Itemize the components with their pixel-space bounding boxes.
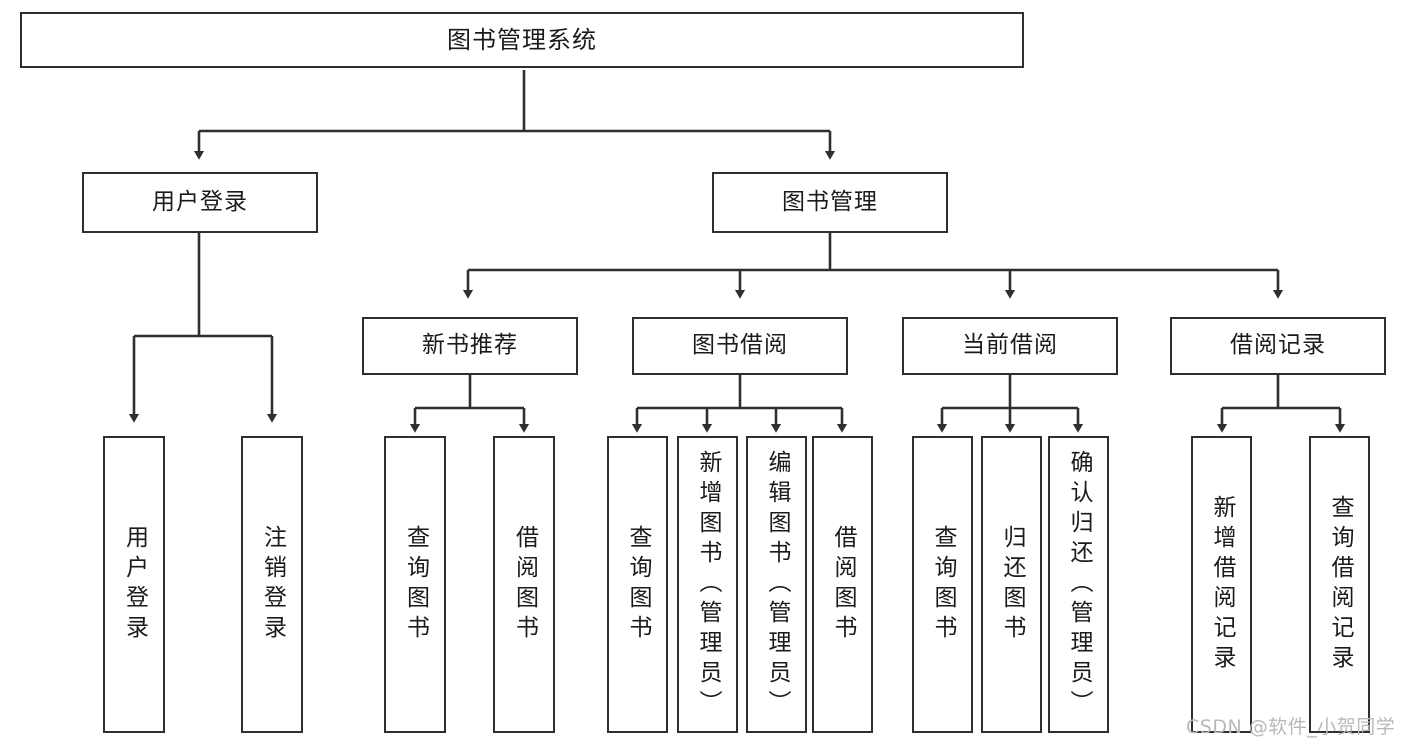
leaf-borrow-edit-book-admin[interactable]: 编辑图书（管理员） — [746, 436, 807, 733]
node-label: 借阅图书 — [511, 524, 538, 645]
node-label: 图书管理 — [782, 188, 878, 215]
node-label: 注销登录 — [259, 524, 286, 645]
leaf-current-confirm-return-admin[interactable]: 确认归还（管理员） — [1048, 436, 1109, 733]
node-label: 查询图书 — [625, 524, 651, 645]
node-label: 编辑图书（管理员） — [764, 449, 790, 720]
leaf-user-login-login[interactable]: 用户登录 — [103, 436, 165, 733]
leaf-current-query-book[interactable]: 查询图书 — [912, 436, 973, 733]
node-label: 用户登录 — [152, 188, 248, 215]
leaf-borrow-add-book-admin[interactable]: 新增图书（管理员） — [677, 436, 738, 733]
leaf-user-login-logout[interactable]: 注销登录 — [241, 436, 303, 733]
node-label: 新增借阅记录 — [1209, 494, 1235, 675]
node-borrow-record[interactable]: 借阅记录 — [1170, 317, 1386, 375]
node-user-login[interactable]: 用户登录 — [82, 172, 318, 233]
node-root-system[interactable]: 图书管理系统 — [20, 12, 1024, 68]
node-label: 用户登录 — [121, 524, 148, 645]
csdn-watermark: CSDN @软件_小贺同学 — [1186, 716, 1396, 738]
node-label: 查询借阅记录 — [1327, 494, 1353, 675]
leaf-recommend-query-book[interactable]: 查询图书 — [384, 436, 446, 733]
node-label: 确认归还（管理员） — [1066, 449, 1092, 720]
node-label: 新增图书（管理员） — [695, 449, 721, 720]
node-label: 图书管理系统 — [447, 25, 597, 54]
node-book-borrow[interactable]: 图书借阅 — [632, 317, 848, 375]
node-new-book-recommend[interactable]: 新书推荐 — [362, 317, 578, 375]
node-label: 借阅记录 — [1230, 332, 1326, 359]
node-label: 查询图书 — [402, 524, 429, 645]
node-label: 新书推荐 — [422, 332, 518, 359]
node-label: 图书借阅 — [692, 332, 788, 359]
leaf-borrow-borrow-book[interactable]: 借阅图书 — [812, 436, 873, 733]
node-label: 查询图书 — [930, 524, 956, 645]
node-current-borrow[interactable]: 当前借阅 — [902, 317, 1118, 375]
node-label: 当前借阅 — [962, 332, 1058, 359]
node-book-management[interactable]: 图书管理 — [712, 172, 948, 233]
leaf-recommend-borrow-book[interactable]: 借阅图书 — [493, 436, 555, 733]
leaf-record-query-record[interactable]: 查询借阅记录 — [1309, 436, 1370, 733]
leaf-record-add-record[interactable]: 新增借阅记录 — [1191, 436, 1252, 733]
node-label: 归还图书 — [999, 524, 1025, 645]
leaf-current-return-book[interactable]: 归还图书 — [981, 436, 1042, 733]
node-label: 借阅图书 — [830, 524, 856, 645]
leaf-borrow-query-book[interactable]: 查询图书 — [607, 436, 668, 733]
